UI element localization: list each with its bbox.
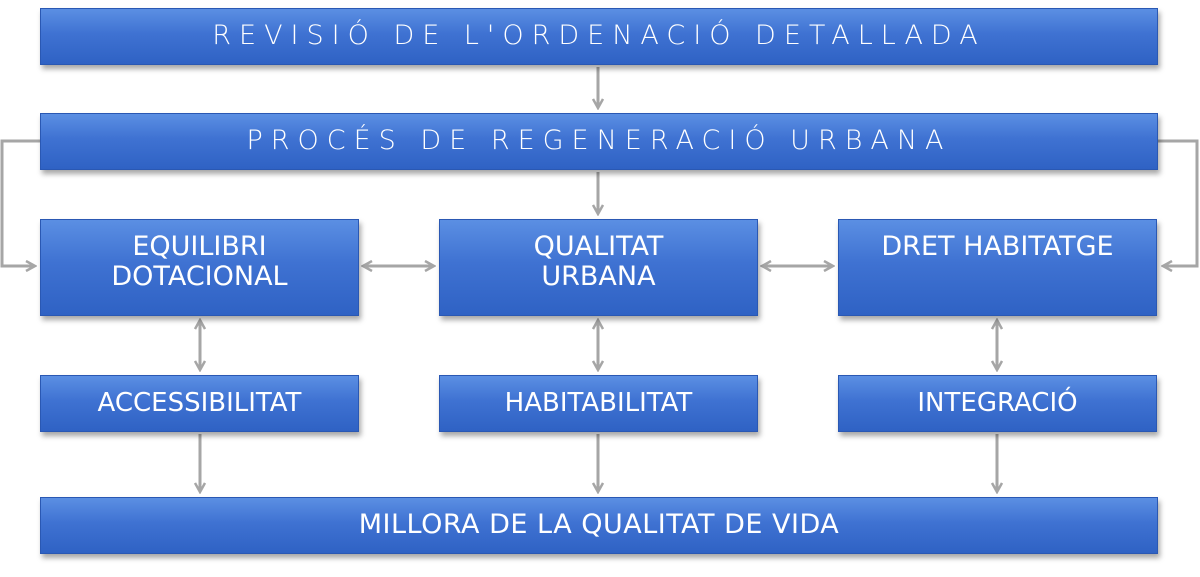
equilibri-dotacional-label: EQUILIBRI DOTACIONAL [111, 231, 288, 293]
qualitat-urbana-label: QUALITAT URBANA [533, 231, 664, 293]
equilibri-dotacional-box: EQUILIBRI DOTACIONAL [40, 219, 359, 316]
proces-regeneracio-label: PROCÉS DE REGENERACIÓ URBANA [246, 125, 952, 157]
revisio-ordenacio-label: REVISIÓ DE L'ORDENACIÓ DETALLADA [212, 20, 986, 52]
arrow-proces-to-dret [1158, 139, 1199, 266]
accessibilitat-label: ACCESSIBILITAT [97, 387, 302, 418]
qualitat-urbana-box: QUALITAT URBANA [439, 219, 758, 316]
integracio-box: INTEGRACIÓ [838, 375, 1157, 432]
proces-regeneracio-banner: PROCÉS DE REGENERACIÓ URBANA [40, 113, 1158, 170]
arrow-proces-to-equilibri [0, 139, 40, 266]
millora-qualitat-vida-banner: MILLORA DE LA QUALITAT DE VIDA [40, 497, 1158, 554]
integracio-label: INTEGRACIÓ [917, 387, 1078, 418]
revisio-ordenacio-banner: REVISIÓ DE L'ORDENACIÓ DETALLADA [40, 8, 1158, 65]
habitabilitat-label: HABITABILITAT [504, 387, 693, 418]
dret-habitatge-label: DRET HABITATGE [881, 231, 1114, 262]
dret-habitatge-box: DRET HABITATGE [838, 219, 1157, 316]
habitabilitat-box: HABITABILITAT [439, 375, 758, 432]
accessibilitat-box: ACCESSIBILITAT [40, 375, 359, 432]
millora-qualitat-vida-label: MILLORA DE LA QUALITAT DE VIDA [358, 509, 840, 541]
